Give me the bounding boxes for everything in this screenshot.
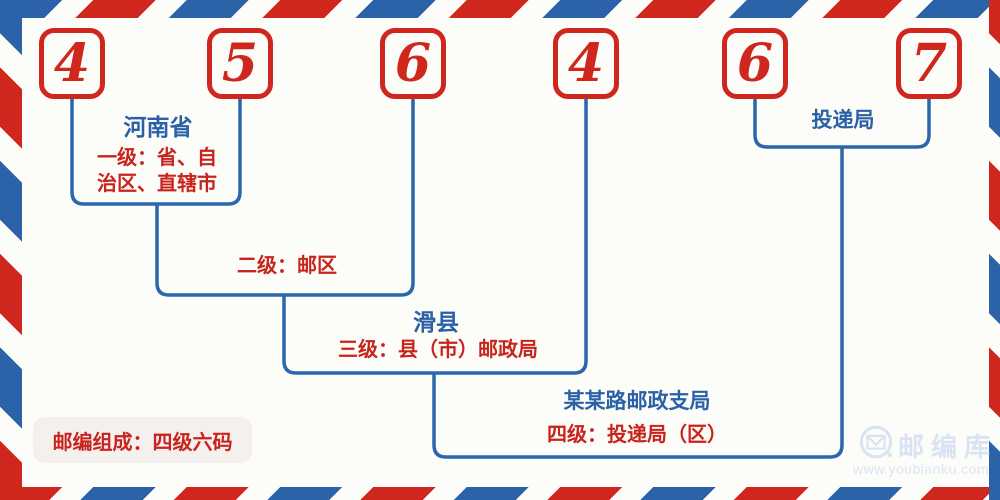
digit-box-3: 6 (380, 28, 446, 99)
composition-badge-text: 邮编组成：四级六码 (52, 431, 233, 454)
level1-region-label: 河南省 (123, 114, 193, 140)
level2-description: 二级：邮区 (237, 255, 337, 277)
youbianku-watermark[interactable]: 邮编库 www.youbianku.com (852, 420, 992, 480)
level3-region-label: 滑县 (413, 309, 459, 335)
airmail-border-left (0, 0, 22, 500)
digit-5: 6 (736, 32, 774, 94)
digit-3: 6 (394, 32, 432, 94)
digit-1: 4 (53, 32, 91, 94)
airmail-border-top (0, 0, 1000, 18)
digit-box-5: 6 (722, 28, 788, 99)
digit-6: 7 (910, 32, 948, 94)
airmail-border-bottom (0, 487, 1000, 500)
digit-4: 4 (567, 32, 605, 94)
level4-description: 四级：投递局（区） (547, 424, 727, 446)
level3-description: 三级：县（市）邮政局 (338, 339, 538, 361)
level1-description-line2: 治区、直辖市 (97, 173, 217, 195)
envelope-circle-icon (859, 425, 893, 459)
digit-box-1: 4 (39, 28, 105, 99)
digit-box-2: 5 (207, 28, 273, 99)
digit-2: 5 (221, 32, 259, 94)
level1-description-line1: 一级：省、自 (97, 147, 217, 169)
level1-description: 一级：省、自 治区、直辖市 (97, 145, 217, 197)
watermark-brand[interactable]: 邮编库 (898, 432, 998, 462)
delivery-office-label: 投递局 (811, 109, 875, 132)
level4-office-label: 某某路邮政支局 (563, 390, 711, 413)
composition-badge: 邮编组成：四级六码 (33, 417, 252, 463)
digit-box-6: 7 (896, 28, 962, 99)
digit-box-4: 4 (553, 28, 619, 99)
watermark-url[interactable]: www.youbianku.com (853, 461, 990, 477)
